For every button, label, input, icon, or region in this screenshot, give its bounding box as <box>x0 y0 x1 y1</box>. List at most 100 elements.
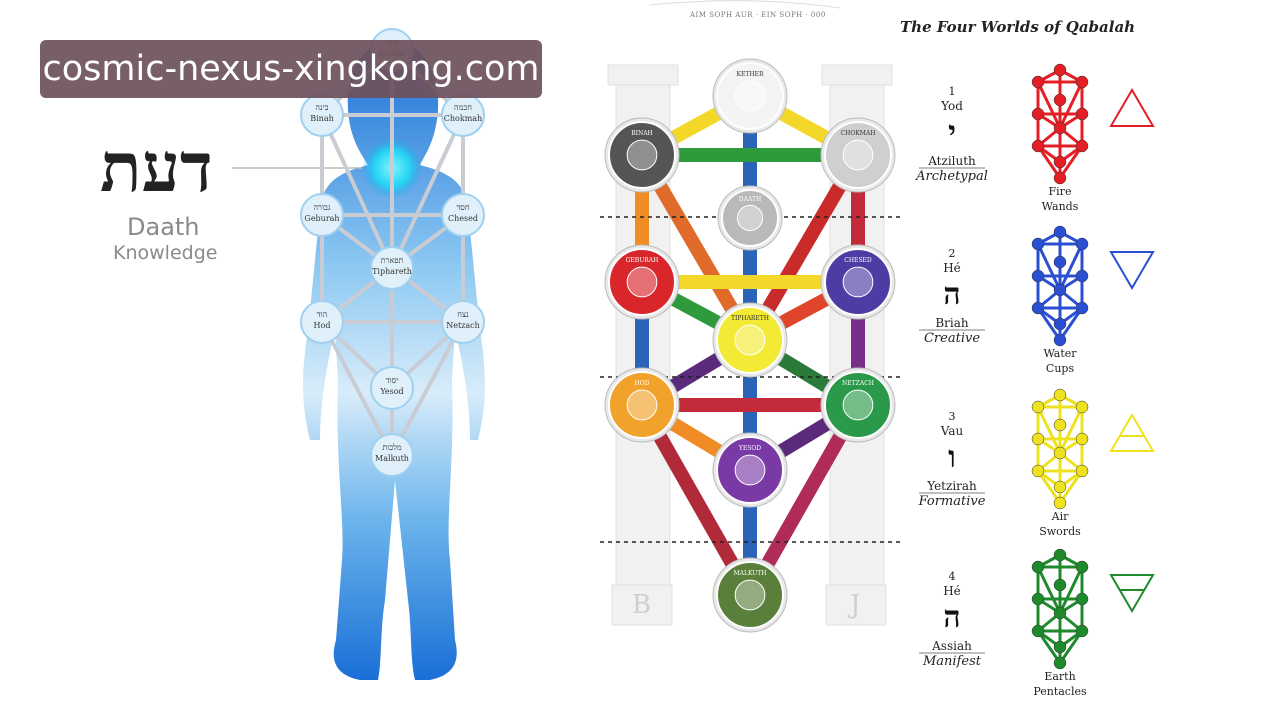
pillar-jachin-letter: J <box>850 590 861 620</box>
body-sephira-hebrew: מלכות <box>382 443 402 452</box>
body-sephira-hebrew: יסוד <box>386 376 399 385</box>
world-number: 1 <box>948 85 956 98</box>
tree-sephira-label: KETHER <box>737 71 764 78</box>
tree-sephira-label: HOD <box>635 380 650 387</box>
body-sephira-hebrew: גבורה <box>313 203 330 212</box>
body-sephira-hebrew: חסד <box>456 203 469 212</box>
body-sephira-hebrew: בינה <box>315 103 328 112</box>
world-separators <box>600 216 900 543</box>
tree-of-life-diagram: KETHER BINAH CHOKMAH DAATH GEBURAH CHESED TIPH… <box>600 0 900 633</box>
body-sephira-name: Netzach <box>446 321 480 330</box>
body-sephira-name: Binah <box>310 114 334 123</box>
tree-sephira-geburah: GEBURAH <box>604 244 680 320</box>
world-letter-name: Hé <box>943 584 961 598</box>
body-sephira-name: Chokmah <box>444 114 482 123</box>
world-suit: Cups <box>1045 362 1075 375</box>
body-sephira-yesod: יסוד Yesod <box>370 366 414 410</box>
world-name: Yetzirah <box>927 479 977 493</box>
element-water-icon <box>1109 251 1155 290</box>
element-fire-icon <box>1109 88 1155 127</box>
body-sephira-hod: הוד Hod <box>300 300 344 344</box>
world-element: Fire <box>1048 185 1072 198</box>
element-earth-icon <box>1109 574 1155 613</box>
world-type: Manifest <box>923 654 981 669</box>
tree-sephira-daath: DAATH <box>717 185 783 251</box>
body-sephira-geburah: גבורה Geburah <box>300 193 344 237</box>
world-element: Earth <box>1044 670 1076 683</box>
tree-sephira-label: CHESED <box>844 257 872 264</box>
body-sephira-chokmah: חכמה Chokmah <box>441 93 485 137</box>
watermark: cosmic-nexus-xingkong.com <box>40 40 542 98</box>
body-sephira-name: Chesed <box>448 214 478 223</box>
world-letter-name: Vau <box>940 424 964 438</box>
tree-sephira-label: YESOD <box>738 445 761 452</box>
tree-sephira-label: GEBURAH <box>626 257 659 264</box>
world-name: Briah <box>935 316 969 330</box>
tree-caption: AIM SOPH AUR · EIN SOPH · 000 <box>690 11 826 19</box>
tree-sephira-label: CHOKMAH <box>841 130 876 137</box>
daath-title: Daath <box>127 213 200 241</box>
body-sephira-name: Yesod <box>379 387 403 396</box>
world-name: Atziluth <box>928 154 976 168</box>
tree-sephira-malkuth: MALKUTH <box>712 557 788 633</box>
tree-sephiroth: KETHER BINAH CHOKMAH DAATH GEBURAH CHESED TIPH… <box>604 58 896 633</box>
world-tree-atziluth <box>1031 63 1089 185</box>
world-tree-briah <box>1031 225 1089 347</box>
body-sephira-hebrew: נצח <box>457 310 469 319</box>
body-path <box>390 114 465 269</box>
world-number: 2 <box>948 247 956 260</box>
world-type: Formative <box>918 494 986 509</box>
world-letter-name: Hé <box>943 261 961 275</box>
world-hebrew-letter: י <box>948 115 956 150</box>
body-path <box>390 321 465 456</box>
world-suit: Wands <box>1041 200 1079 213</box>
body-sephira-name: Geburah <box>304 214 339 223</box>
pillar-boaz-letter: B <box>632 590 652 620</box>
body-sephira-name: Malkuth <box>375 454 409 463</box>
worlds-title: The Four Worlds of Qabalah <box>900 18 1136 36</box>
world-number: 3 <box>948 410 956 423</box>
world-number: 4 <box>948 570 956 583</box>
body-sephira-chesed: חסד Chesed <box>441 193 485 237</box>
world-suit: Swords <box>1039 525 1081 538</box>
body-path <box>320 321 394 456</box>
tree-sephira-label: MALKUTH <box>733 570 766 577</box>
world-tree-yetzirah <box>1031 388 1089 510</box>
world-hebrew-letter: ה <box>943 600 961 635</box>
daath-subtitle: Knowledge <box>113 242 218 264</box>
body-sephira-hebrew: הוד <box>317 310 328 319</box>
element-air-icon <box>1109 413 1155 452</box>
body-sephiroth: כתרKetherבינהBinahחכמהChokmahגבורהGebura… <box>300 28 485 477</box>
tree-sephira-tiphareth: TIPHARETH <box>712 302 788 378</box>
world-name: Assiah <box>932 639 972 653</box>
body-sephira-tiphareth: תפארת Tiphareth <box>370 246 414 290</box>
tree-sephira-label: BINAH <box>631 130 653 137</box>
tree-sephira-label: DAATH <box>739 196 761 203</box>
body-sephira-name: Hod <box>314 321 331 330</box>
world-element: Water <box>1043 347 1077 360</box>
tree-sephira-label: NETZACH <box>842 380 874 387</box>
human-body-diagram: כתרKetherבינהBinahחכמהChokmahגבורהGebura… <box>232 28 485 680</box>
tree-sephira-kether: KETHER <box>712 58 788 134</box>
daath-hebrew: דעת <box>100 128 213 208</box>
body-sephira-hebrew: תפארת <box>381 256 404 265</box>
tree-sephira-yesod: YESOD <box>712 432 788 508</box>
tree-sephira-netzach: NETZACH <box>820 367 896 443</box>
world-suit: Pentacles <box>1033 685 1087 698</box>
world-type: Creative <box>923 331 981 346</box>
tree-sephira-label: TIPHARETH <box>731 315 769 322</box>
body-path <box>320 114 394 269</box>
world-letter-name: Yod <box>941 99 963 113</box>
body-sephira-malkuth: מלכות Malkuth <box>370 433 414 477</box>
tree-sephira-chesed: CHESED <box>820 244 896 320</box>
world-tree-assiah <box>1031 548 1089 670</box>
tree-sephira-chokmah: CHOKMAH <box>820 117 896 193</box>
body-sephira-hebrew: חכמה <box>454 103 472 112</box>
body-sephira-name: Tiphareth <box>372 267 412 276</box>
world-element: Air <box>1051 510 1069 523</box>
world-type: Archetypal <box>916 169 988 184</box>
world-hebrew-letter: ו <box>948 440 956 475</box>
tree-sephira-binah: BINAH <box>604 117 680 193</box>
world-hebrew-letter: ה <box>943 277 961 312</box>
body-sephira-netzach: נצח Netzach <box>441 300 485 344</box>
